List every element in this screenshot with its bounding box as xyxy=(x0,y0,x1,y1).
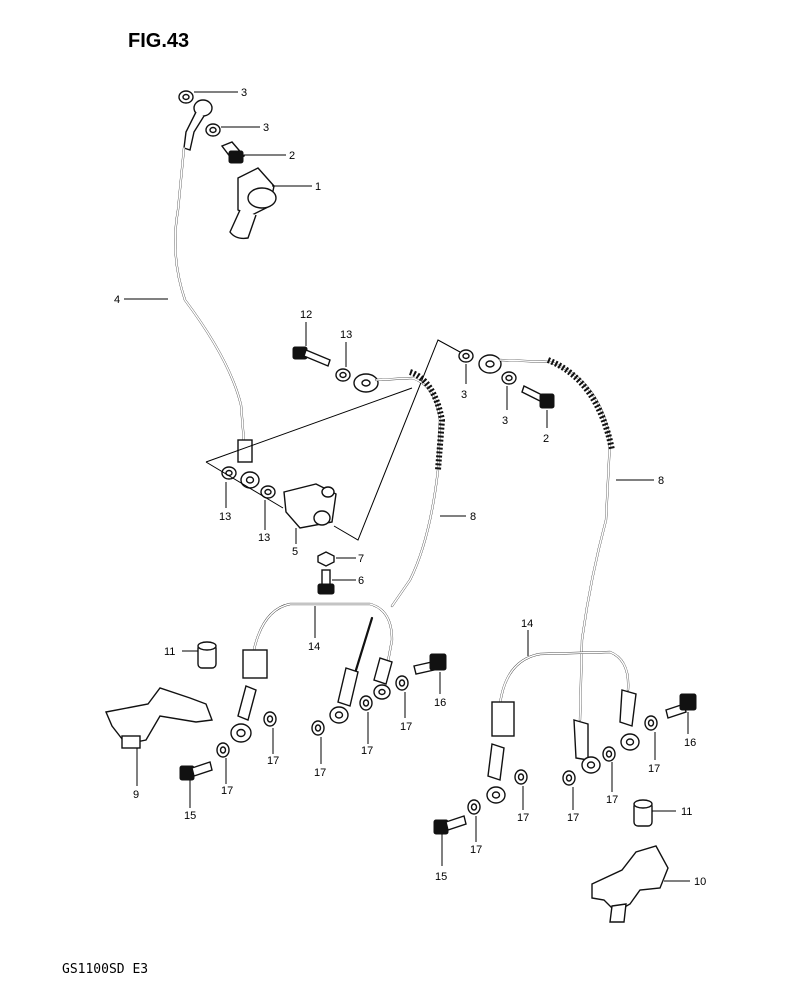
callout-15: 15 xyxy=(435,871,447,883)
callout-6: 6 xyxy=(358,575,364,587)
callout-3: 3 xyxy=(502,415,508,427)
washer-3-right-lower xyxy=(501,371,517,385)
clamp-bracket-9 xyxy=(105,687,213,749)
union-bolt-2-right xyxy=(521,385,555,409)
bolt-6 xyxy=(317,569,335,595)
brake-hose-4 xyxy=(174,146,260,489)
washer-3-second xyxy=(205,123,221,137)
washer-13-center xyxy=(335,368,351,382)
callout-17: 17 xyxy=(648,763,660,775)
callout-17: 17 xyxy=(470,844,482,856)
brake-hose-8-left xyxy=(353,369,446,608)
callout-13: 13 xyxy=(340,329,352,341)
callout-17: 17 xyxy=(517,812,529,824)
callout-12: 12 xyxy=(300,309,312,321)
callout-8: 8 xyxy=(470,511,476,523)
callout-7: 7 xyxy=(358,553,364,565)
union-bolt-15-left xyxy=(179,761,213,781)
callout-3: 3 xyxy=(241,87,247,99)
figure-title: FIG.43 xyxy=(128,30,189,52)
washer-3-top xyxy=(178,90,194,104)
callout-16: 16 xyxy=(684,737,696,749)
callout-17: 17 xyxy=(267,755,279,767)
callout-3: 3 xyxy=(461,389,467,401)
grommet-11-right xyxy=(633,799,653,827)
callout-17: 17 xyxy=(314,767,326,779)
callout-8: 8 xyxy=(658,475,664,487)
callout-5: 5 xyxy=(292,546,298,558)
callout-15: 15 xyxy=(184,810,196,822)
brake-hose-8-right xyxy=(478,354,615,722)
callout-14: 14 xyxy=(308,641,320,653)
callout-17: 17 xyxy=(606,794,618,806)
union-bolt-12 xyxy=(292,346,331,367)
clamp-bracket-10 xyxy=(591,845,669,923)
callout-13: 13 xyxy=(219,511,231,523)
callout-4: 4 xyxy=(114,294,120,306)
brake-hose-14-left xyxy=(230,602,394,743)
callout-1: 1 xyxy=(315,181,321,193)
callout-16: 16 xyxy=(434,697,446,709)
model-code: GS1100SD E3 xyxy=(62,962,148,977)
callout-17: 17 xyxy=(361,745,373,757)
callout-10: 10 xyxy=(694,876,706,888)
brake-hose-14-right xyxy=(486,650,640,804)
washers-17-left-group xyxy=(216,675,409,758)
nut-7 xyxy=(317,551,335,567)
washers-17-right-group xyxy=(467,715,658,815)
callout-17: 17 xyxy=(400,721,412,733)
callout-17: 17 xyxy=(567,812,579,824)
grommet-11-left xyxy=(197,641,217,669)
callout-14: 14 xyxy=(521,618,533,630)
callout-9: 9 xyxy=(133,789,139,801)
callout-11: 11 xyxy=(164,646,175,658)
union-bolt-16-right xyxy=(665,693,697,719)
washer-3-right-top xyxy=(458,349,474,363)
union-bolt-15-right xyxy=(433,815,467,835)
callout-2: 2 xyxy=(543,433,549,445)
washers-13-left xyxy=(221,466,276,499)
callout-17: 17 xyxy=(221,785,233,797)
callout-2: 2 xyxy=(289,150,295,162)
banjo-fitting-top xyxy=(183,99,213,151)
callout-13: 13 xyxy=(258,532,270,544)
brake-hose-joint-5 xyxy=(283,483,337,529)
master-cylinder xyxy=(220,141,277,240)
callout-11: 11 xyxy=(681,806,692,818)
callout-3: 3 xyxy=(263,122,269,134)
union-bolt-16-left xyxy=(413,653,447,675)
callout-labels: 3 3 2 1 4 12 13 3 3 2 8 13 13 5 8 7 6 14… xyxy=(114,87,706,888)
